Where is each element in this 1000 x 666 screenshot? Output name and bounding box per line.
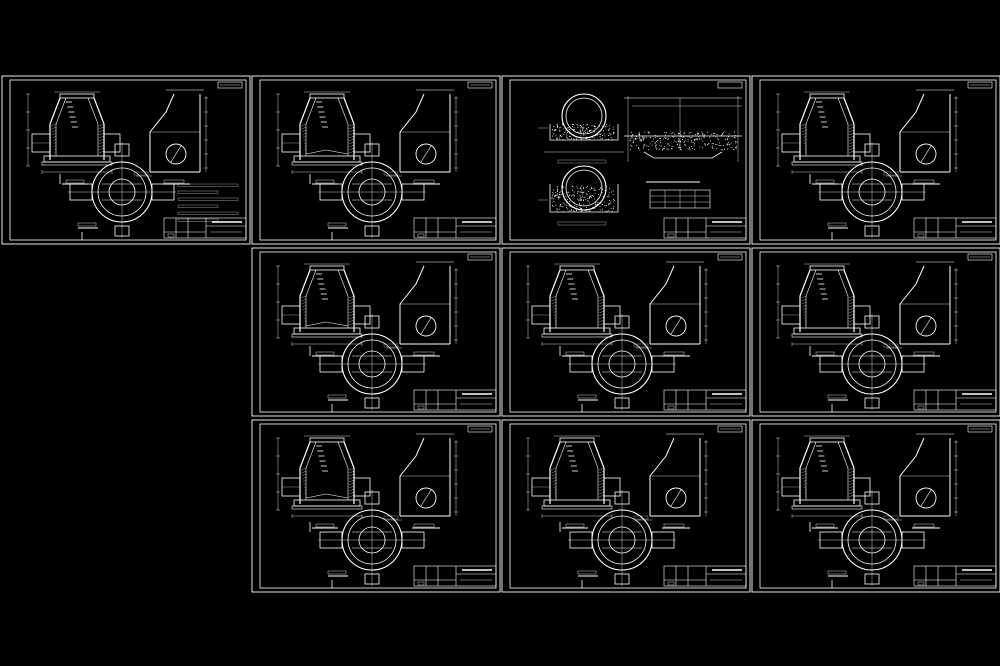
plan-view-drawing (559, 314, 676, 412)
plan-view-drawing (309, 142, 426, 240)
plan-view-drawing (59, 142, 176, 240)
section-2-2-drawing (883, 89, 958, 185)
section-2-2-drawing (883, 433, 958, 529)
title-block (413, 217, 497, 239)
section-1-1-drawing (276, 91, 371, 185)
pipe-bedding-section-a (538, 93, 624, 164)
plan-view-drawing (559, 490, 676, 588)
plan-view-drawing (309, 314, 426, 412)
section-1-1-drawing (526, 263, 621, 357)
plan-view-drawing (309, 490, 426, 588)
section-2-2-drawing (383, 261, 458, 357)
section-2-2-drawing (383, 433, 458, 529)
pipe-bedding-section-b (538, 165, 619, 226)
drawing-sheet-9[interactable] (501, 419, 751, 593)
drawing-sheet-8[interactable] (251, 419, 501, 593)
section-2-2-drawing (633, 433, 708, 529)
title-block (663, 565, 747, 587)
plan-view-drawing (809, 314, 926, 412)
plan-view-drawing (809, 142, 926, 240)
drawing-sheet-2[interactable] (251, 75, 501, 245)
section-1-1-drawing (776, 91, 871, 185)
title-block (663, 389, 747, 411)
title-block (413, 565, 497, 587)
title-block (913, 217, 997, 239)
drawing-sheet-6[interactable] (501, 247, 751, 417)
section-2-2-drawing (633, 261, 708, 357)
drawing-sheet-4[interactable] (751, 75, 1000, 245)
title-block (913, 565, 997, 587)
section-1-1-drawing (776, 263, 871, 357)
section-1-1-drawing (276, 435, 371, 529)
drawing-sheet-5[interactable] (251, 247, 501, 417)
drawing-sheet-1[interactable] (1, 75, 251, 245)
section-2-2-drawing (133, 89, 208, 185)
notes-text-block (177, 183, 239, 222)
drawing-sheet-7[interactable] (751, 247, 1000, 417)
drawing-sheet-10[interactable] (751, 419, 1000, 593)
section-1-1-drawing (526, 435, 621, 529)
plan-view-drawing (809, 490, 926, 588)
section-1-1-drawing (26, 91, 121, 185)
title-block (913, 389, 997, 411)
title-block (163, 217, 247, 239)
drawing-sheet-3[interactable] (501, 75, 751, 245)
section-2-2-drawing (383, 89, 458, 185)
section-2-2-drawing (883, 261, 958, 357)
trench-profile (624, 96, 742, 162)
material-table (646, 181, 711, 209)
title-block (663, 217, 747, 239)
section-1-1-drawing (276, 263, 371, 357)
title-block (413, 389, 497, 411)
section-1-1-drawing (776, 435, 871, 529)
